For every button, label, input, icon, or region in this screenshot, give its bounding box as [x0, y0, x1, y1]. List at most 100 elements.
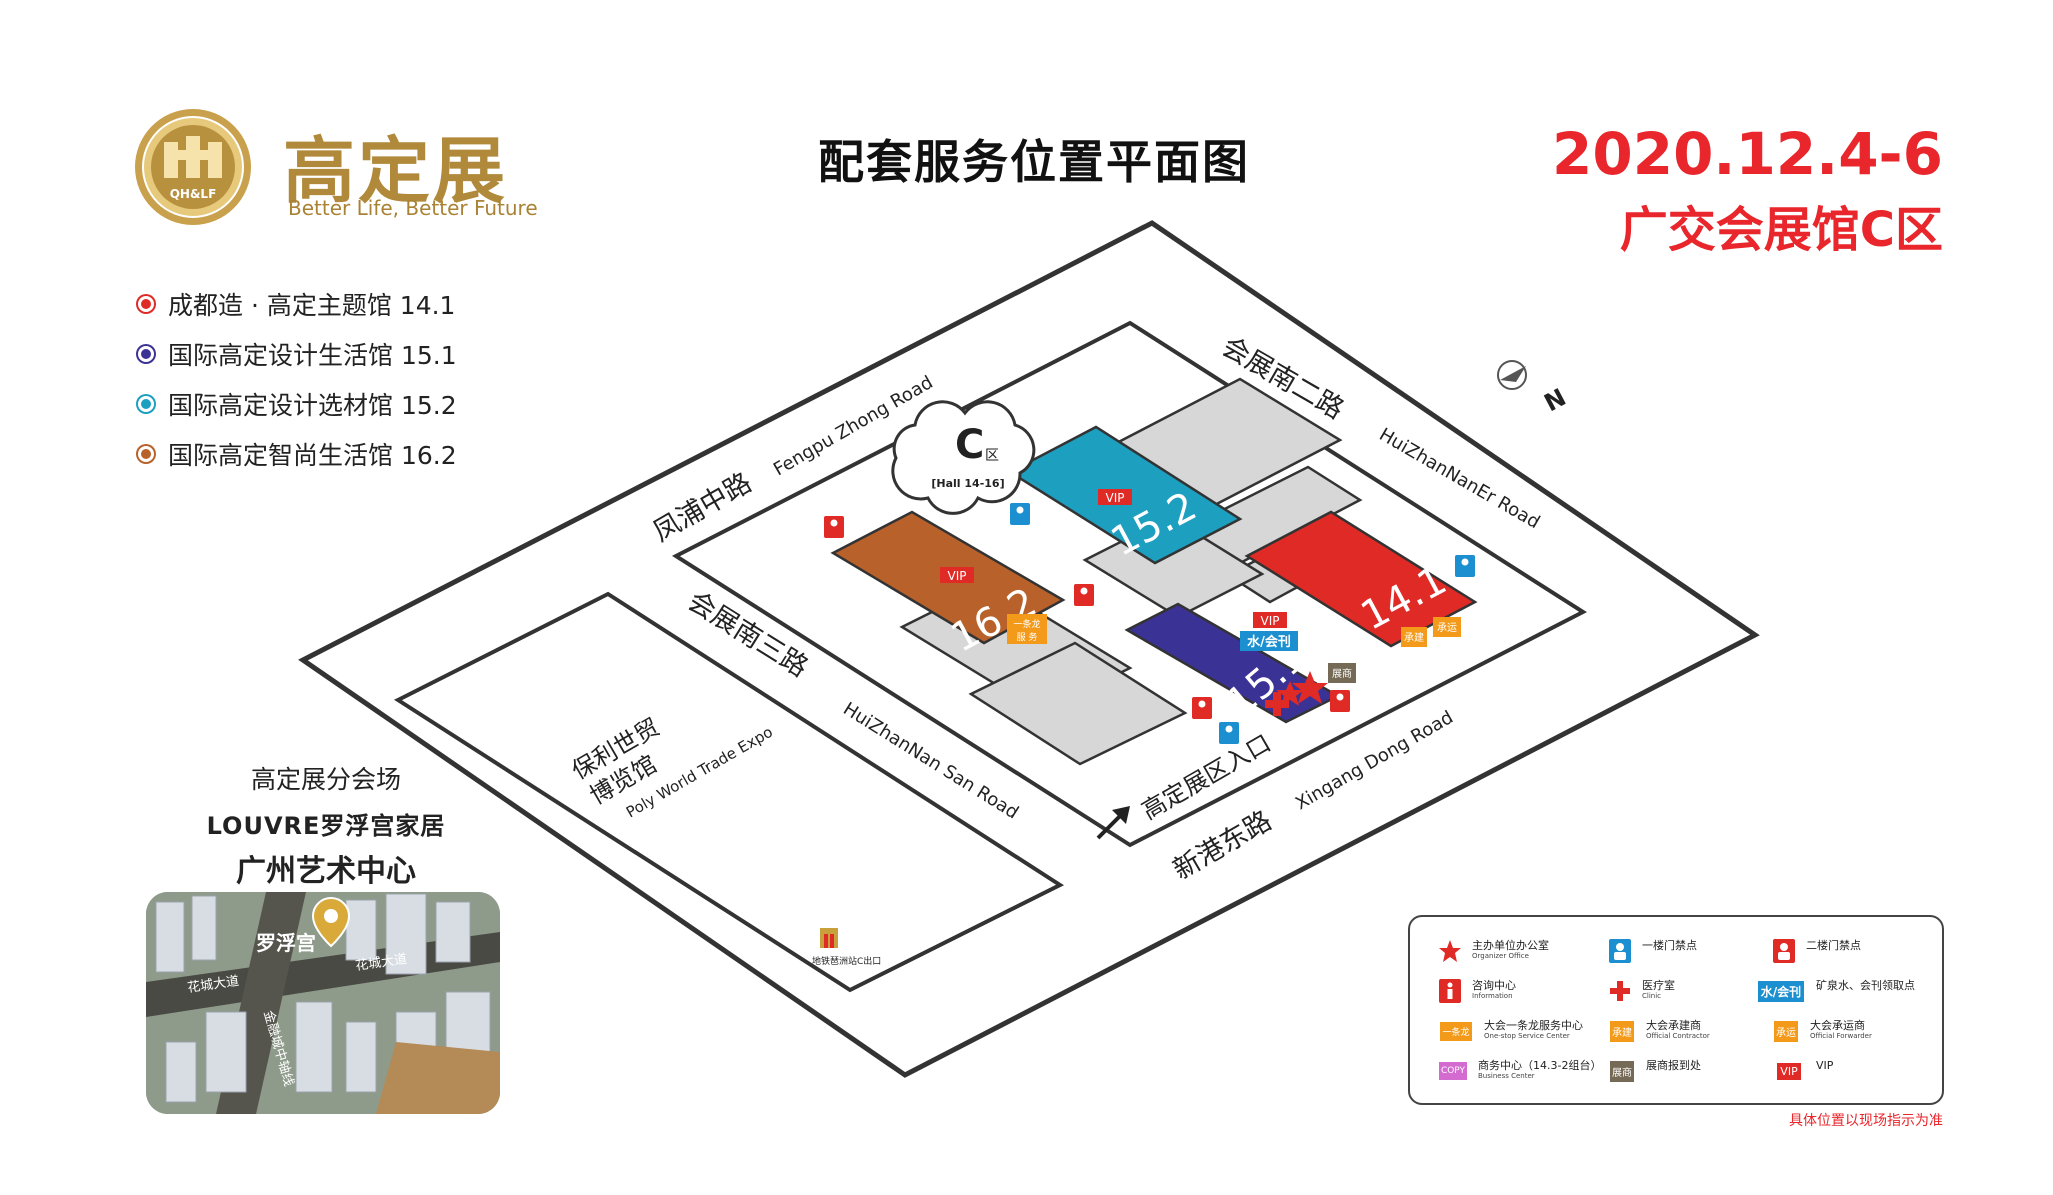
red-person-icon — [1772, 939, 1796, 963]
legend-item: VIP VIP — [1772, 1059, 1833, 1083]
svg-text:服 务: 服 务 — [1017, 631, 1038, 643]
star-icon — [1438, 939, 1462, 963]
hall-number-16-2: 16.2 — [944, 579, 1044, 661]
registration-icon: 展商 — [1608, 1059, 1636, 1083]
hall-number-14-1: 14.1 — [1354, 557, 1454, 639]
forwarder-icon: 承运 — [1772, 1019, 1800, 1043]
grey-halls — [899, 377, 1363, 766]
clinic-cross-icon — [1265, 692, 1289, 716]
hall-label: 成都造 · 高定主题馆 14.1 — [168, 291, 456, 320]
svg-text:承建: 承建 — [1404, 631, 1424, 644]
road-fengpu-cn: 凤浦中路 — [648, 467, 757, 548]
organizer-office-star-icon — [1292, 671, 1328, 704]
forwarder-badge: 承运 — [1433, 617, 1461, 637]
registration-badge: 展商 — [1328, 663, 1356, 683]
vip-icon: VIP — [1772, 1059, 1806, 1083]
hall-16-2 — [830, 510, 1066, 645]
svg-text:承运: 承运 — [1437, 622, 1457, 634]
entrance-arrow-icon — [1096, 806, 1130, 840]
second-floor-access-icons — [824, 516, 1350, 719]
hall-dot-icon — [138, 296, 154, 312]
event-venue: 广交会展馆C区 — [1619, 202, 1943, 258]
poly-expo-cn-2: 博览馆 — [585, 750, 661, 810]
entrance-label: 高定展区入口 — [1137, 729, 1276, 825]
metro-label: 地铁琶洲站C出口 — [812, 955, 881, 967]
copy-icon: COPY — [1438, 1059, 1468, 1083]
info-icon — [1438, 979, 1462, 1003]
hall-number-15-2: 15.2 — [1104, 483, 1204, 565]
zone-hall: [Hall 14-16] — [931, 477, 1004, 490]
hall-item-15-1: 国际高定设计生活馆 15.1 — [138, 336, 457, 372]
legend-item: COPY 商务中心（14.3-2组台）Business Center — [1438, 1059, 1601, 1083]
road-huizhan2-en: HuiZhanNanEr Road — [1376, 424, 1544, 533]
hall-label: 国际高定智尚生活馆 16.2 — [168, 441, 457, 470]
zone-suffix: 区 — [985, 448, 999, 464]
page-title: 配套服务位置平面图 — [818, 135, 1250, 189]
contractor-icon: 承建 — [1608, 1019, 1636, 1043]
hall-dot-icon — [138, 446, 154, 462]
branch-center: 广州艺术中心 — [236, 854, 416, 889]
event-date: 2020.12.4-6 — [1552, 120, 1943, 188]
legend-item: 水/会刊 矿泉水、会刊领取点 — [1756, 979, 1915, 1003]
hall-item-14-1: 成都造 · 高定主题馆 14.1 — [138, 286, 455, 322]
blue-person-icon — [1608, 939, 1632, 963]
hall-14-1 — [1244, 510, 1478, 648]
svg-text:VIP: VIP — [1106, 491, 1125, 505]
vip-badge: VIP — [1098, 489, 1132, 505]
road-fengpu-en: Fengpu Zhong Road — [770, 372, 937, 480]
legend-item: 二楼门禁点 — [1772, 939, 1861, 963]
water-catalogue-badge: 水/会刊 — [1240, 631, 1298, 651]
road-huizhan3-cn: 会展南三路 — [682, 586, 813, 684]
vip-badge: VIP — [1253, 612, 1287, 628]
branch-brand: LOUVRE罗浮宫家居 — [206, 812, 446, 840]
logo-tagline: Better Life, Better Future — [288, 196, 538, 220]
c-zone-marker: C 区 [Hall 14-16] — [891, 400, 1036, 515]
poly-expo-cn-1: 保利世贸 — [567, 713, 664, 785]
compass-icon: N — [1497, 360, 1571, 417]
hall-dot-icon — [138, 346, 154, 362]
legend-note: 具体位置以现场指示为准 — [1789, 1113, 1943, 1129]
branch-venue-title: 高定展分会场 — [250, 765, 401, 794]
road-huizhan2-cn: 会展南二路 — [1217, 331, 1349, 425]
vip-badge: VIP — [940, 567, 974, 583]
svg-text:VIP: VIP — [948, 569, 967, 583]
logo-emblem-icon: QH&LF — [135, 109, 251, 225]
svg-text:N: N — [1540, 383, 1571, 417]
road-huizhan3-en: HuiZhanNan San Road — [839, 698, 1022, 823]
zone-letter: C — [955, 422, 984, 468]
logo-title: 高定展 — [283, 129, 509, 213]
hall-15-1 — [1124, 602, 1341, 724]
red-cross-icon — [1608, 979, 1632, 1003]
aerial-road-1: 花城大道 — [186, 973, 240, 996]
organizer-office-star-icon — [1276, 681, 1304, 706]
first-floor-access-icons — [1010, 503, 1475, 744]
svg-text:展商: 展商 — [1332, 667, 1352, 680]
hall-15-2 — [1007, 425, 1243, 565]
service-center-badge: 一条龙 服 务 — [1007, 614, 1047, 644]
hall-dot-icon — [138, 396, 154, 412]
svg-text:一条龙: 一条龙 — [1013, 618, 1040, 630]
poly-expo-en: Poly World Trade Expo — [623, 723, 776, 822]
logo-emblem-text: QH&LF — [170, 187, 217, 201]
hall-label: 国际高定设计生活馆 15.1 — [168, 341, 457, 370]
contractor-badge: 承建 — [1401, 627, 1427, 647]
hall-number-15-1: 15.1 — [1218, 634, 1316, 726]
road-xingang-cn: 新港东路 — [1168, 805, 1277, 886]
hall-label: 国际高定设计选材馆 15.2 — [168, 391, 457, 420]
road-xingang-en: Xingang Dong Road — [1292, 707, 1457, 814]
svg-text:VIP: VIP — [1261, 614, 1280, 628]
legend-item: 一楼门禁点 — [1608, 939, 1697, 963]
pin-label: 罗浮宫 — [256, 931, 316, 955]
water-icon: 水/会刊 — [1756, 979, 1806, 1003]
c-zone-block — [671, 320, 1588, 848]
hall-item-16-2: 国际高定智尚生活馆 16.2 — [138, 436, 457, 472]
hall-item-15-2: 国际高定设计选材馆 15.2 — [138, 386, 457, 422]
metro-icon — [820, 928, 838, 948]
